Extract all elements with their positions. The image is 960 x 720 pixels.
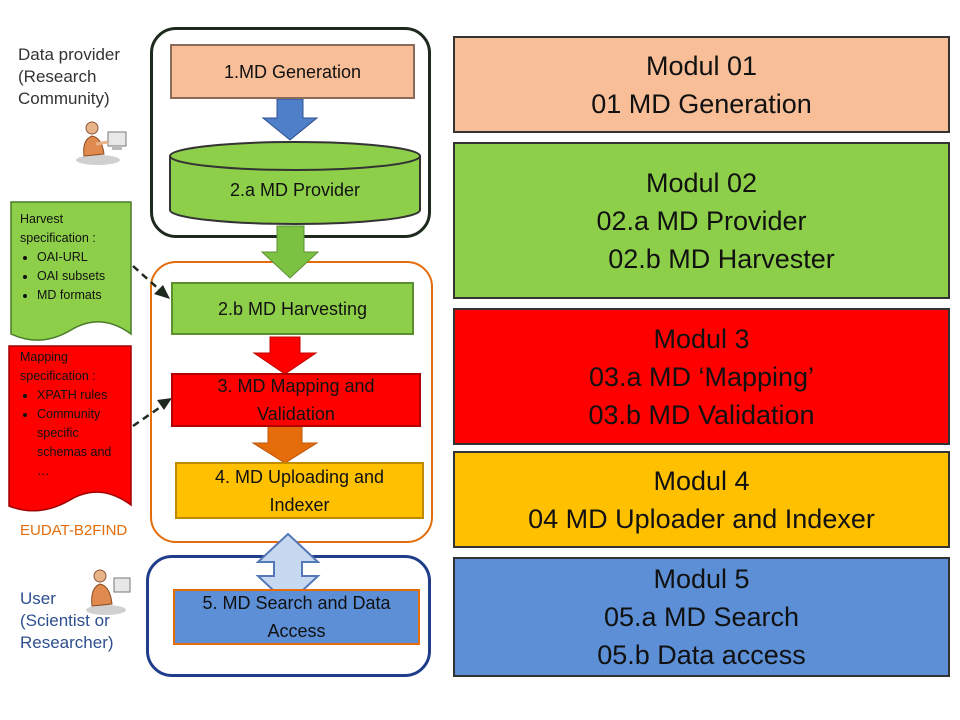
data-provider-label: Data provider (Research Community)	[18, 45, 121, 108]
list-item: OAI-URL	[37, 248, 128, 267]
dashed-arrow-mapping-spec	[132, 404, 163, 428]
arrow-harvesting-to-mapping	[252, 336, 318, 375]
step-md-provider: 2.a MD Provider	[229, 180, 361, 200]
arrow-generation-to-provider	[261, 98, 319, 141]
module-05: Modul 5 05.a MD Search 05.b Data access	[453, 557, 950, 677]
module-04: Modul 4 04 MD Uploader and Indexer	[453, 451, 950, 548]
list-item: Community specific schemas and …	[37, 405, 120, 481]
step-md-search-access: 5. MD Search and Data Access	[173, 589, 420, 645]
mapping-spec-document	[8, 345, 132, 512]
step-md-mapping-validation: 3. MD Mapping and Validation	[171, 373, 421, 427]
harvest-spec-text: Harvest specification : OAI-URL OAI subs…	[20, 210, 128, 305]
module-02: Modul 02 02.a MD Provider 02.b MD Harves…	[453, 142, 950, 299]
arrow-mapping-to-uploading	[251, 425, 319, 464]
module-03: Modul 3 03.a MD ‘Mapping’ 03.b MD Valida…	[453, 308, 950, 445]
person-at-computer-icon	[76, 121, 127, 165]
list-item: OAI subsets	[37, 267, 128, 286]
list-item: XPATH rules	[37, 386, 120, 405]
md-provider-cylinder	[169, 141, 421, 225]
arrow-provider-to-harvesting	[260, 225, 320, 279]
step-md-uploading-indexer: 4. MD Uploading and Indexer	[175, 462, 424, 519]
person-at-computer-icon	[86, 569, 131, 615]
harvest-spec-document	[10, 201, 132, 341]
user-label: User (Scientist or Researcher)	[20, 589, 114, 652]
step-md-harvesting: 2.b MD Harvesting	[171, 282, 414, 335]
module-01: Modul 01 01 MD Generation	[453, 36, 950, 133]
mapping-spec-text: Mapping specification : XPATH rules Comm…	[20, 348, 120, 481]
list-item: MD formats	[37, 286, 128, 305]
dashed-arrow-harvest-spec	[132, 265, 163, 293]
eudat-b2find-label: EUDAT-B2FIND	[20, 522, 128, 539]
step-md-generation: 1.MD Generation	[170, 44, 415, 99]
